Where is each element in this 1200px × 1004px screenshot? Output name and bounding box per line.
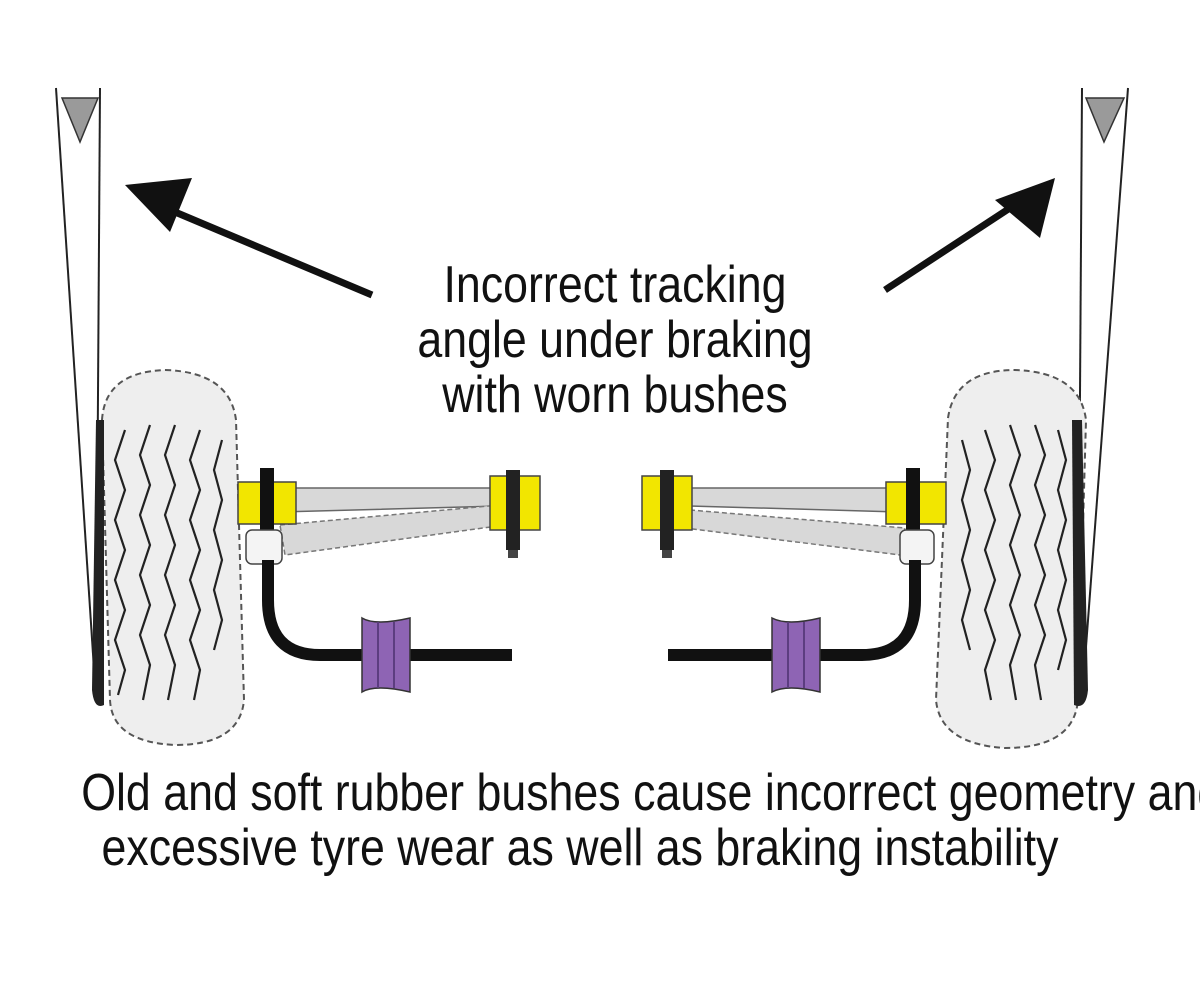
right-arrow-icon <box>883 178 1055 293</box>
left-anti-roll-bar <box>262 560 512 694</box>
left-inner-bush <box>489 470 541 558</box>
left-upper-arm <box>279 487 506 556</box>
caption-line: Old and soft rubber bushes cause incorre… <box>81 764 1200 822</box>
explanation-caption: Old and soft rubber bushes cause incorre… <box>81 764 1200 877</box>
right-angle-marker-icon <box>1084 97 1126 144</box>
left-arrow-icon <box>125 178 374 299</box>
right-assembly <box>641 87 1129 750</box>
left-knuckle-bush <box>237 468 297 565</box>
caption-line: excessive tyre wear as well as braking i… <box>101 819 1059 877</box>
left-wheel-icon <box>92 368 246 747</box>
right-anti-roll-bar <box>668 560 921 694</box>
anti-roll-bar-icon <box>771 616 821 694</box>
caption-line: angle under braking <box>417 311 813 369</box>
anti-roll-bar-icon <box>361 616 411 694</box>
caption-line: with worn bushes <box>442 366 788 424</box>
caption-line: Incorrect tracking <box>443 256 787 314</box>
right-wheel-icon <box>934 368 1088 750</box>
tracking-angle-caption: Incorrect tracking angle under braking w… <box>391 258 838 423</box>
right-upper-arm <box>684 487 906 556</box>
right-knuckle-bush <box>885 468 947 565</box>
left-angle-marker-icon <box>60 97 100 144</box>
left-assembly <box>55 87 541 747</box>
right-inner-bush <box>641 470 693 558</box>
